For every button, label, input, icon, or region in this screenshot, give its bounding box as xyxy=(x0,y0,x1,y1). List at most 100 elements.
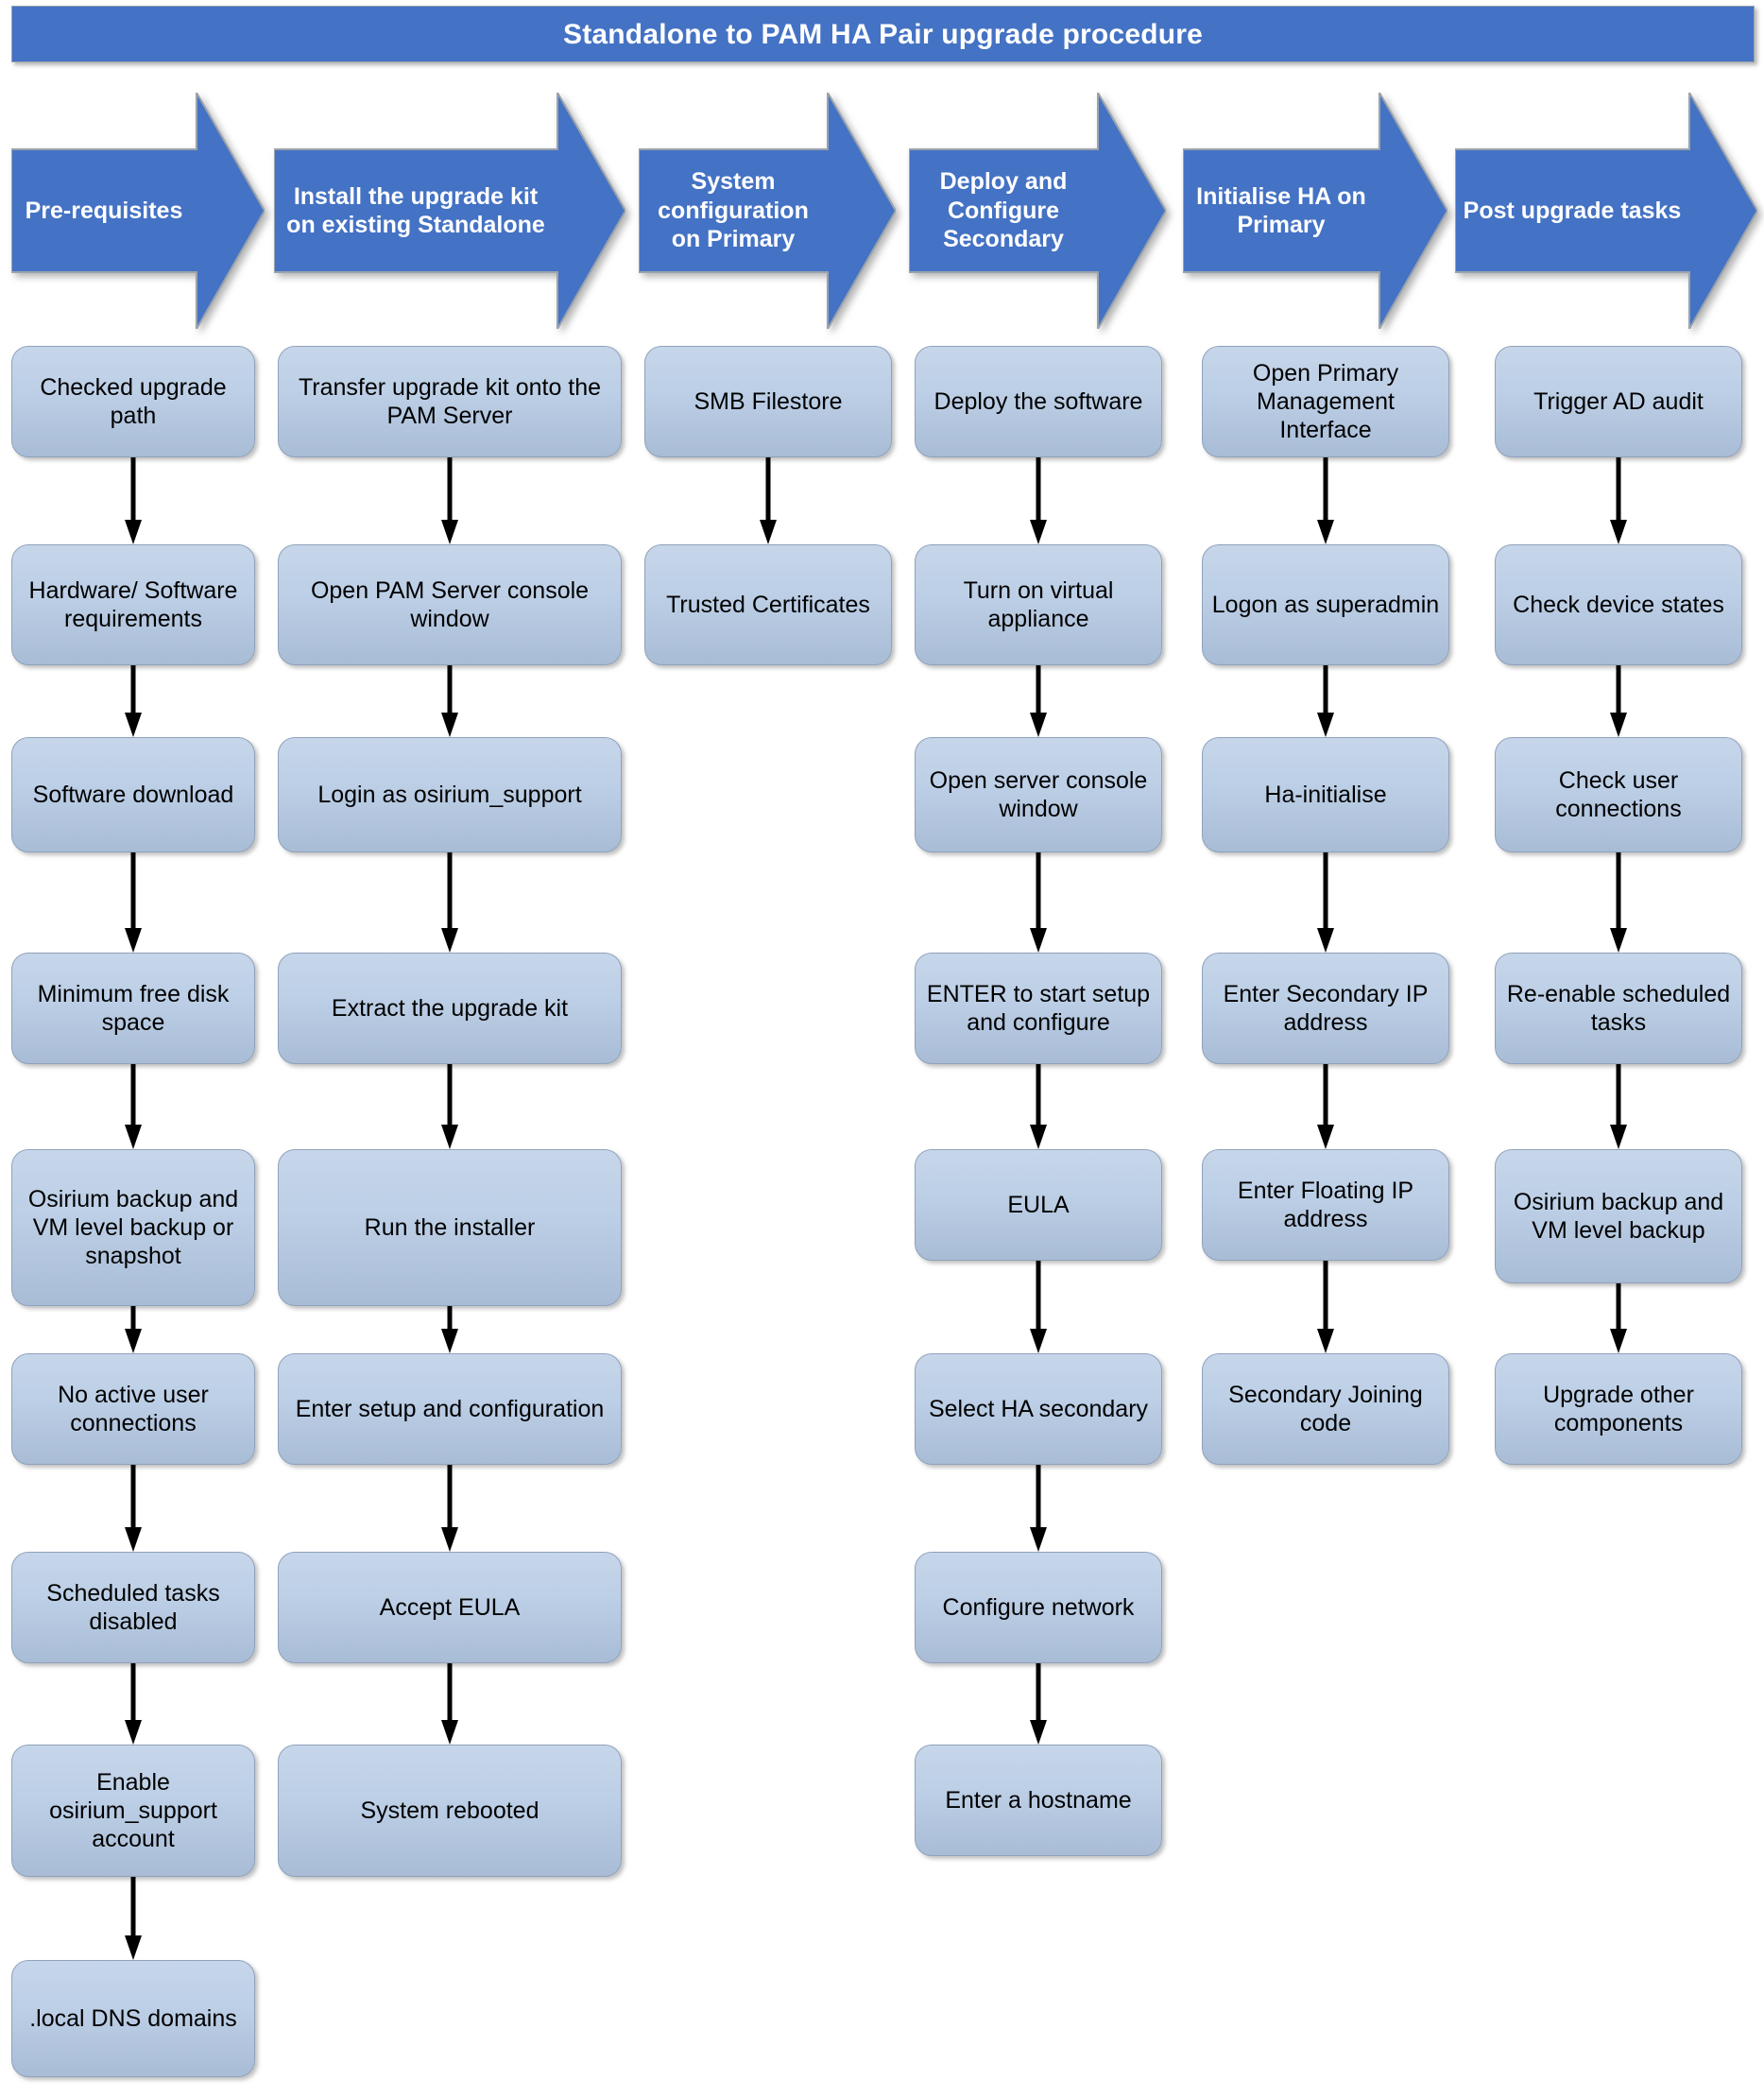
process-box[interactable]: Osirium backup and VM level backup xyxy=(1495,1149,1742,1283)
connector-arrow-down xyxy=(1313,457,1338,544)
process-box[interactable]: Enter Secondary IP address xyxy=(1202,953,1449,1064)
process-box[interactable]: Login as osirium_support xyxy=(278,737,622,852)
process-box[interactable]: Deploy the software xyxy=(915,346,1162,457)
process-box-label: Extract the upgrade kit xyxy=(331,995,569,1022)
connector-arrow-down xyxy=(1026,1465,1051,1552)
process-box[interactable]: Secondary Joining code xyxy=(1202,1353,1449,1465)
process-box[interactable]: Transfer upgrade kit onto the PAM Server xyxy=(278,346,622,457)
phase-arrow-system-configuration-on-primary[interactable]: System configuration on Primary xyxy=(639,93,896,329)
process-box-label: EULA xyxy=(1007,1192,1070,1218)
phase-arrow-deploy-and-configure-secondary[interactable]: Deploy and Configure Secondary xyxy=(909,93,1166,329)
process-box[interactable]: Accept EULA xyxy=(278,1552,622,1663)
process-box[interactable]: Select HA secondary xyxy=(915,1353,1162,1465)
process-box[interactable]: Extract the upgrade kit xyxy=(278,953,622,1064)
process-box[interactable]: Trigger AD audit xyxy=(1495,346,1742,457)
process-box-label: SMB Filestore xyxy=(694,388,843,415)
process-box[interactable]: Check device states xyxy=(1495,544,1742,665)
connector-arrow-shape xyxy=(125,457,142,544)
process-box-label: Minimum free disk space xyxy=(37,981,230,1036)
process-box[interactable]: Software download xyxy=(11,737,255,852)
connector-arrow-shape xyxy=(125,665,142,737)
phase-arrow-pre-requisites[interactable]: Pre-requisites xyxy=(11,93,265,329)
connector-arrow-down xyxy=(1606,665,1631,737)
connector-arrow-down xyxy=(121,457,146,544)
connector-arrow-shape xyxy=(441,1306,458,1353)
phase-arrow-post-upgrade-tasks[interactable]: Post upgrade tasks xyxy=(1455,93,1757,329)
process-box[interactable]: Enable osirium_support account xyxy=(11,1745,255,1877)
process-box-label: Osirium backup and VM level backup xyxy=(1513,1189,1724,1244)
process-box-label: Enter setup and configuration xyxy=(295,1396,605,1422)
connector-arrow-down xyxy=(1606,1064,1631,1149)
process-box[interactable]: Enter setup and configuration xyxy=(278,1353,622,1465)
process-box[interactable]: Hardware/ Software requirements xyxy=(11,544,255,665)
connector-arrow-shape xyxy=(125,1064,142,1149)
process-box[interactable]: Checked upgrade path xyxy=(11,346,255,457)
connector-arrow-down xyxy=(437,665,462,737)
process-box[interactable]: Turn on virtual appliance xyxy=(915,544,1162,665)
connector-arrow-shape xyxy=(125,852,142,953)
connector-arrow-down xyxy=(437,1663,462,1745)
phase-arrow-install-the-upgrade-kit-on-existing-standalone[interactable]: Install the upgrade kit on existing Stan… xyxy=(274,93,625,329)
process-box[interactable]: EULA xyxy=(915,1149,1162,1261)
process-box-label: Check device states xyxy=(1513,592,1724,618)
connector-arrow-down xyxy=(1313,665,1338,737)
process-box[interactable]: .local DNS domains xyxy=(11,1960,255,2077)
process-box-label: .local DNS domains xyxy=(29,2005,237,2032)
process-box[interactable]: Ha-initialise xyxy=(1202,737,1449,852)
process-box[interactable]: Check user connections xyxy=(1495,737,1742,852)
process-box[interactable]: Upgrade other components xyxy=(1495,1353,1742,1465)
process-box-label: Check user connections xyxy=(1555,767,1682,822)
connector-arrow-shape xyxy=(1030,1261,1047,1353)
phase-arrow-shape xyxy=(909,93,1166,329)
process-box[interactable]: Open PAM Server console window xyxy=(278,544,622,665)
connector-arrow-down xyxy=(437,1064,462,1149)
process-box[interactable]: Osirium backup and VM level backup or sn… xyxy=(11,1149,255,1306)
connector-arrow-down xyxy=(437,852,462,953)
process-box[interactable]: No active user connections xyxy=(11,1353,255,1465)
process-box[interactable]: Open server console window xyxy=(915,737,1162,852)
process-box[interactable]: Enter a hostname xyxy=(915,1745,1162,1856)
process-box-label: Secondary Joining code xyxy=(1228,1382,1423,1436)
connector-arrow-shape xyxy=(1610,457,1627,544)
process-box[interactable]: Logon as superadmin xyxy=(1202,544,1449,665)
process-box[interactable]: Re-enable scheduled tasks xyxy=(1495,953,1742,1064)
process-box[interactable]: SMB Filestore xyxy=(644,346,892,457)
process-box[interactable]: Open Primary Management Interface xyxy=(1202,346,1449,457)
connector-arrow-shape xyxy=(441,852,458,953)
connector-arrow-shape xyxy=(441,457,458,544)
process-box-label: Trusted Certificates xyxy=(666,592,870,618)
connector-arrow-down xyxy=(121,1663,146,1745)
process-box-label: Transfer upgrade kit onto the PAM Server xyxy=(298,374,602,429)
process-box-label: Enter Floating IP address xyxy=(1237,1178,1414,1232)
connector-arrow-shape xyxy=(441,1465,458,1552)
process-box[interactable]: Run the installer xyxy=(278,1149,622,1306)
process-box[interactable]: Trusted Certificates xyxy=(644,544,892,665)
connector-arrow-shape xyxy=(1030,457,1047,544)
process-box[interactable]: System rebooted xyxy=(278,1745,622,1877)
process-box[interactable]: Minimum free disk space xyxy=(11,953,255,1064)
process-box-label: Trigger AD audit xyxy=(1533,388,1704,415)
process-box-label: Deploy the software xyxy=(933,388,1143,415)
process-box[interactable]: Enter Floating IP address xyxy=(1202,1149,1449,1261)
connector-arrow-down xyxy=(1313,1064,1338,1149)
connector-arrow-down xyxy=(121,1306,146,1353)
phase-arrow-initialise-ha-on-primary[interactable]: Initialise HA on Primary xyxy=(1183,93,1447,329)
process-box[interactable]: Scheduled tasks disabled xyxy=(11,1552,255,1663)
process-box[interactable]: ENTER to start setup and configure xyxy=(915,953,1162,1064)
connector-arrow-shape xyxy=(1030,665,1047,737)
phase-arrow-shape xyxy=(1455,93,1757,329)
connector-arrow-shape xyxy=(125,1877,142,1960)
page-title: Standalone to PAM HA Pair upgrade proced… xyxy=(562,18,1204,50)
connector-arrow-down xyxy=(1026,1663,1051,1745)
process-box[interactable]: Configure network xyxy=(915,1552,1162,1663)
process-box-label: Upgrade other components xyxy=(1543,1382,1694,1436)
process-box-label: Login as osirium_support xyxy=(317,782,582,808)
connector-arrow-down xyxy=(1026,665,1051,737)
connector-arrow-down xyxy=(1313,1261,1338,1353)
process-box-label: Run the installer xyxy=(364,1214,536,1241)
connector-arrow-down xyxy=(121,1877,146,1960)
connector-arrow-shape xyxy=(1317,1064,1334,1149)
connector-arrow-down xyxy=(121,665,146,737)
connector-arrow-shape xyxy=(1030,1465,1047,1552)
process-box-label: Logon as superadmin xyxy=(1211,592,1440,618)
